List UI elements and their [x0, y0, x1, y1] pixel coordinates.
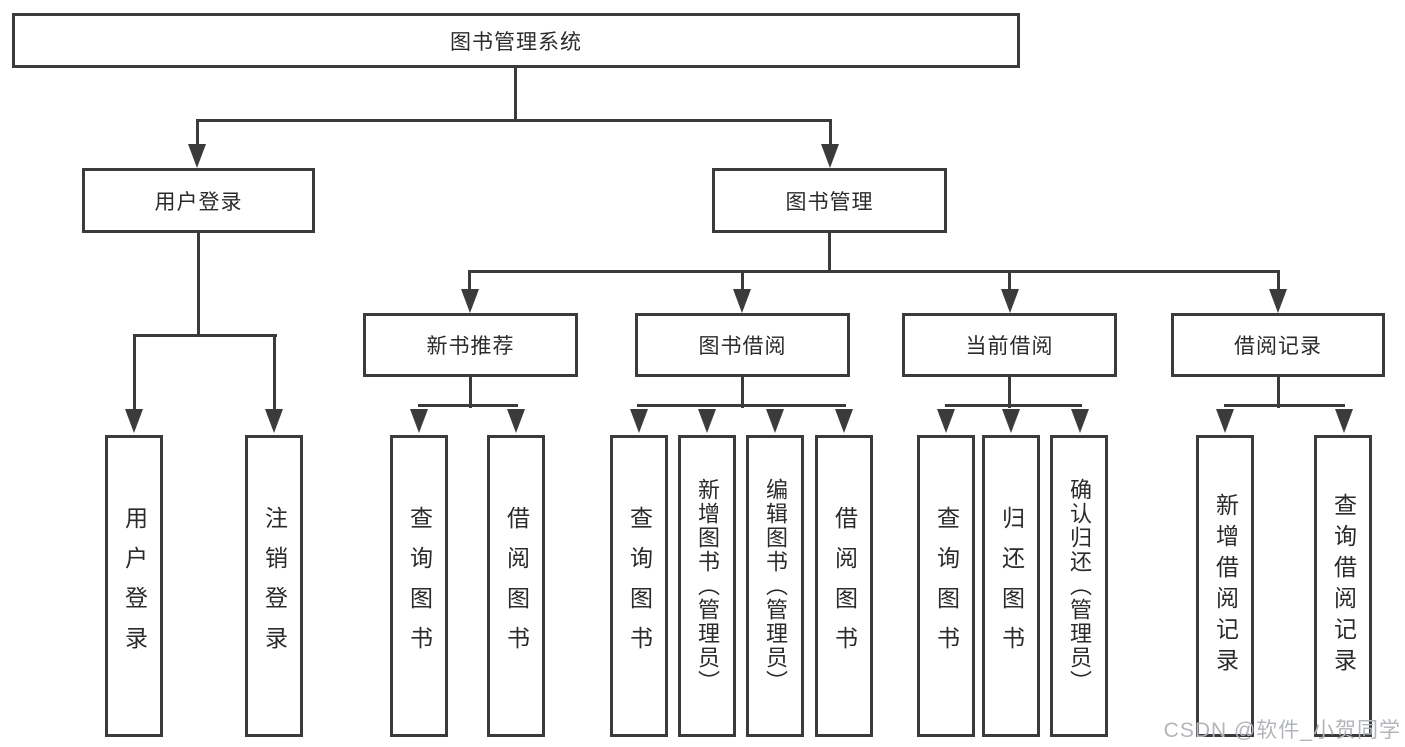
leaf-label: 编辑图书（管理员）	[763, 478, 788, 694]
node-label: 图书管理	[785, 190, 874, 214]
connector-line	[418, 404, 518, 407]
leaf-return-books: 归还图书	[982, 435, 1040, 737]
arrow-down-icon	[630, 409, 648, 433]
node-book-borrow: 图书借阅	[635, 313, 850, 377]
leaf-edit-book-admin: 编辑图书（管理员）	[746, 435, 804, 737]
leaf-borrow-books: 借阅图书	[815, 435, 873, 737]
connector-line	[829, 120, 832, 147]
arrow-down-icon	[1002, 409, 1020, 433]
connector-line	[468, 270, 1280, 273]
leaf-label: 借阅图书	[831, 506, 858, 666]
connector-line	[1277, 271, 1280, 291]
arrow-down-icon	[1335, 409, 1353, 433]
arrow-down-icon	[1071, 409, 1089, 433]
arrow-down-icon	[265, 409, 283, 433]
leaf-query-borrow-record: 查询借阅记录	[1314, 435, 1372, 737]
connector-line	[1224, 404, 1345, 407]
connector-line	[196, 120, 199, 147]
arrow-down-icon	[821, 144, 839, 168]
node-root-library-system: 图书管理系统	[12, 13, 1020, 68]
leaf-label: 查询图书	[626, 506, 653, 666]
leaf-user-login: 用户登录	[105, 435, 163, 737]
arrow-down-icon	[835, 409, 853, 433]
leaf-label: 借阅图书	[503, 506, 530, 666]
leaf-add-borrow-record: 新增借阅记录	[1196, 435, 1254, 737]
node-label: 用户登录	[154, 190, 243, 214]
leaf-label: 注销登录	[261, 506, 288, 666]
node-label: 借阅记录	[1234, 335, 1322, 358]
leaf-query-books-recommend: 查询图书	[390, 435, 448, 737]
node-book-management: 图书管理	[712, 168, 947, 233]
node-label: 当前借阅	[965, 335, 1054, 358]
connector-line	[1008, 271, 1011, 291]
leaf-label: 归还图书	[998, 506, 1025, 666]
arrow-down-icon	[188, 144, 206, 168]
arrow-down-icon	[1269, 289, 1287, 313]
connector-line	[637, 404, 846, 407]
arrow-down-icon	[410, 409, 428, 433]
arrow-down-icon	[461, 289, 479, 313]
connector-line	[828, 233, 831, 273]
node-label: 新书推荐	[426, 335, 515, 358]
arrow-down-icon	[733, 289, 751, 313]
leaf-label: 查询图书	[933, 506, 960, 666]
connector-line	[196, 119, 832, 122]
leaf-add-book-admin: 新增图书（管理员）	[678, 435, 736, 737]
leaf-label: 查询图书	[406, 506, 433, 666]
node-label: 图书管理系统	[450, 30, 582, 54]
connector-line	[945, 404, 1082, 407]
arrow-down-icon	[125, 409, 143, 433]
leaf-label: 新增借阅记录	[1212, 493, 1239, 679]
node-borrow-records: 借阅记录	[1171, 313, 1385, 377]
connector-line	[469, 377, 472, 408]
arrow-down-icon	[507, 409, 525, 433]
connector-line	[1277, 377, 1280, 408]
node-user-login: 用户登录	[82, 168, 315, 233]
connector-line	[273, 335, 276, 410]
arrow-down-icon	[1216, 409, 1234, 433]
connector-line	[133, 335, 136, 410]
connector-line	[468, 271, 471, 291]
leaf-logout: 注销登录	[245, 435, 303, 737]
arrow-down-icon	[698, 409, 716, 433]
leaf-label: 新增图书（管理员）	[695, 478, 720, 694]
connector-line	[741, 377, 744, 408]
connector-line	[1008, 377, 1011, 408]
leaf-query-books-current: 查询图书	[917, 435, 975, 737]
node-current-borrow: 当前借阅	[902, 313, 1117, 377]
csdn-watermark: CSDN @软件_小贺同学	[1163, 719, 1401, 742]
arrow-down-icon	[766, 409, 784, 433]
connector-line	[514, 68, 517, 122]
node-label: 图书借阅	[698, 335, 787, 358]
arrow-down-icon	[1001, 289, 1019, 313]
leaf-label: 确认归还（管理员）	[1067, 478, 1092, 694]
leaf-label: 用户登录	[121, 506, 148, 666]
leaf-label: 查询借阅记录	[1330, 493, 1357, 679]
connector-line	[197, 233, 200, 337]
leaf-borrow-books-recommend: 借阅图书	[487, 435, 545, 737]
connector-line	[741, 271, 744, 291]
arrow-down-icon	[937, 409, 955, 433]
leaf-query-books-borrow: 查询图书	[610, 435, 668, 737]
leaf-confirm-return-admin: 确认归还（管理员）	[1050, 435, 1108, 737]
connector-line	[133, 334, 277, 337]
node-new-book-recommend: 新书推荐	[363, 313, 578, 377]
